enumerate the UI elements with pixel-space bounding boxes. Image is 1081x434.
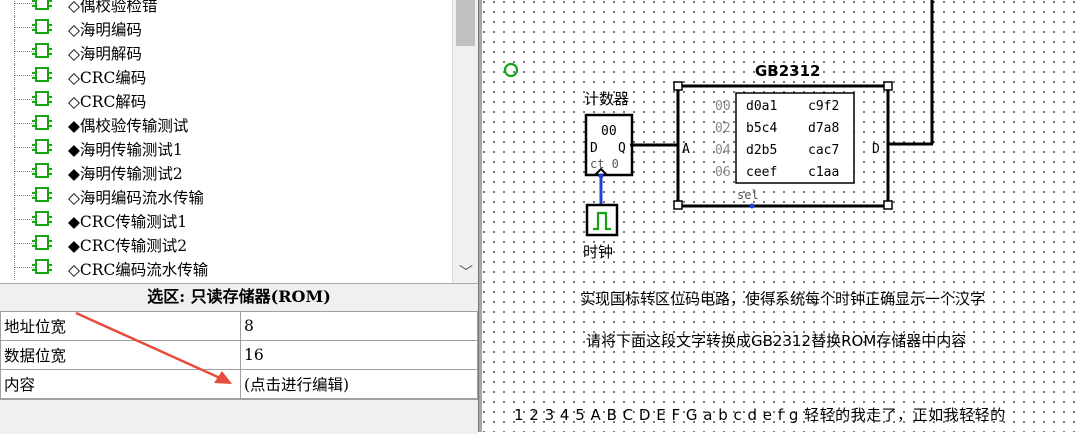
circuit-chip-icon — [32, 139, 52, 154]
circuit-chip-icon — [32, 91, 52, 106]
selection-handle — [883, 81, 893, 91]
properties-panel: 选区: 只读存储器(ROM) 地址位宽 8 数据位宽 16 内容 (点击进行编辑… — [0, 283, 478, 434]
rom-cell: d0a1 — [746, 99, 777, 114]
rom-addr: 06 — [715, 165, 731, 180]
clock-component — [585, 203, 619, 237]
counter-label: 计数器 — [584, 90, 629, 108]
component-tree[interactable]: ◇偶校验检错 ◇海明编码 ◇海明解码 ◇CRC编码 ◇CRC解码 ◆偶校验传输测试 ◆海明传… — [0, 0, 478, 283]
address-width-value[interactable]: 8 — [240, 311, 478, 341]
rom-component — [676, 84, 890, 208]
probe-pin-icon — [503, 62, 519, 78]
rom-cell: d2b5 — [746, 143, 777, 158]
property-row[interactable]: 地址位宽 8 — [0, 311, 478, 341]
annotation-arrow — [75, 311, 232, 384]
counter-d-pin: D — [590, 141, 598, 156]
tree-item[interactable]: ◇CRC编码 — [0, 64, 452, 88]
rom-data-pin: D — [872, 142, 880, 157]
tree-item[interactable]: ◆CRC传输测试1 — [0, 208, 452, 232]
instruction-line-2: 请将下面这段文字转换成GB2312替换ROM存储器中内容 — [586, 332, 967, 350]
tree-item-label: ◇海明编码流水传输 — [68, 189, 204, 207]
circuit-chip-icon — [32, 211, 52, 226]
selection-handle — [673, 200, 683, 210]
sample-text-line: 1 2 3 4 5 A B C D E F G a b c d e f g 轻轻… — [514, 406, 1006, 424]
circuit-chip-icon — [32, 115, 52, 130]
property-key: 内容 — [0, 369, 241, 399]
contents-edit-link[interactable]: (点击进行编辑) — [240, 369, 478, 399]
clock-label: 时钟 — [583, 243, 613, 261]
tree-item[interactable]: ◇偶校验检错 — [0, 0, 452, 16]
tree-item-label: ◆CRC传输测试1 — [68, 213, 188, 231]
tree-item[interactable]: ◆海明传输测试2 — [0, 160, 452, 184]
rom-cell: b5c4 — [746, 121, 777, 136]
tree-item[interactable]: ◇海明解码 — [0, 40, 452, 64]
circuit-chip-icon — [32, 163, 52, 178]
tree-item[interactable]: ◆偶校验传输测试 — [0, 112, 452, 136]
circuit-chip-icon — [32, 67, 52, 82]
circuit-drawing: 计数器 00 D Q ct 0 时钟 GB2312 A D 00 d0a1 c9… — [503, 0, 934, 261]
tree-item[interactable]: ◇CRC解码 — [0, 88, 452, 112]
rom-cell: c1aa — [808, 165, 839, 180]
scroll-down-icon[interactable]: ﹀ — [459, 265, 473, 281]
rom-sel-pin: sel — [737, 188, 759, 202]
selection-handle — [883, 200, 893, 210]
circuit-chip-icon — [32, 0, 52, 10]
rom-addr: 04 — [715, 143, 731, 158]
property-key: 数据位宽 — [0, 340, 241, 370]
tree-item-label: ◇海明编码 — [68, 21, 142, 39]
rom-addr: 02 — [715, 121, 731, 136]
circuit-chip-icon — [32, 235, 52, 250]
tree-item[interactable]: ◇CRC编码流水传输 — [0, 256, 452, 280]
property-row[interactable]: 数据位宽 16 — [0, 340, 478, 370]
tree-item-label: ◇海明解码 — [68, 45, 142, 63]
rom-cell: cac7 — [808, 143, 839, 158]
panel-divider[interactable] — [478, 0, 483, 432]
tree-item[interactable]: ◆CRC传输测试2 — [0, 232, 452, 256]
circuit-canvas[interactable]: 计数器 00 D Q ct 0 时钟 GB2312 A D 00 d0a1 c9… — [482, 0, 1081, 432]
tree-scrollbar[interactable]: ﹀ — [452, 0, 478, 283]
rom-address-pin: A — [682, 142, 690, 157]
rom-label: GB2312 — [755, 62, 821, 80]
properties-title: 选区: 只读存储器(ROM) — [0, 284, 478, 310]
counter-q-pin: Q — [618, 141, 626, 156]
rom-cell: ceef — [746, 165, 777, 180]
tree-scroll-thumb[interactable] — [456, 0, 475, 46]
properties-table: 地址位宽 8 数据位宽 16 内容 (点击进行编辑) — [0, 311, 478, 399]
tree-item-label: ◇CRC编码流水传输 — [68, 261, 209, 279]
tree-item-label: ◆海明传输测试2 — [68, 165, 183, 183]
rom-cell: c9f2 — [808, 99, 839, 114]
counter-value: 00 — [601, 124, 617, 139]
tree-item[interactable]: ◇海明编码流水传输 — [0, 184, 452, 208]
rom-cell: d7a8 — [808, 121, 839, 136]
tree-item-label: ◇偶校验检错 — [68, 0, 158, 15]
clock-wave-icon — [593, 211, 611, 231]
instruction-line-1: 实现国标转区位码电路，使得系统每个时钟正确显示一个汉字 — [580, 290, 986, 308]
selection-handle — [673, 81, 683, 91]
rom-data-grid — [735, 92, 855, 184]
counter-ct-label: ct 0 — [590, 157, 619, 171]
circuit-chip-icon — [32, 259, 52, 274]
tree-item-label: ◇CRC编码 — [68, 69, 147, 87]
tree-item-label: ◆CRC传输测试2 — [68, 237, 188, 255]
circuit-chip-icon — [32, 19, 52, 34]
tree-item[interactable]: ◆海明传输测试1 — [0, 136, 452, 160]
tree-item[interactable]: ◇海明编码 — [0, 16, 452, 40]
property-row[interactable]: 内容 (点击进行编辑) — [0, 369, 478, 399]
tree-item-label: ◇CRC解码 — [68, 93, 147, 111]
tree-item-label: ◆海明传输测试1 — [68, 141, 183, 159]
rom-addr: 00 — [715, 99, 731, 114]
circuit-chip-icon — [32, 187, 52, 202]
tree-item-label: ◆偶校验传输测试 — [68, 117, 189, 135]
properties-empty-area — [0, 399, 478, 434]
property-key: 地址位宽 — [0, 311, 241, 341]
circuit-chip-icon — [32, 43, 52, 58]
data-width-value[interactable]: 16 — [240, 340, 478, 370]
